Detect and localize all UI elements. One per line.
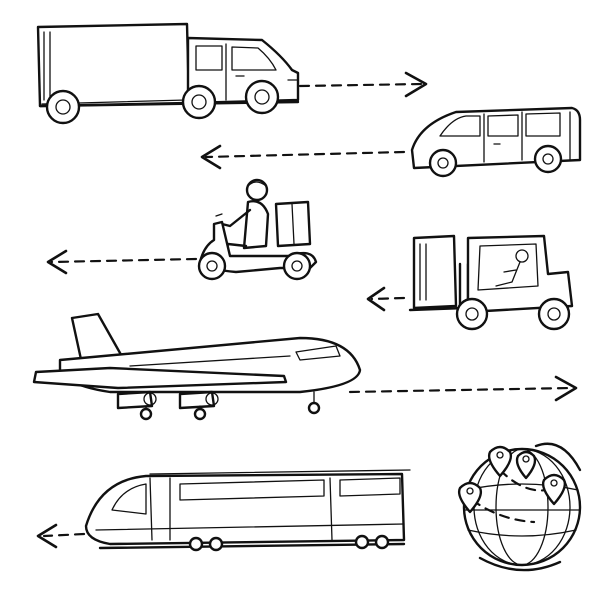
box-truck-icon bbox=[36, 22, 300, 125]
arrow-left-icon bbox=[366, 286, 406, 312]
globe-with-pins-icon bbox=[457, 442, 582, 572]
delivery-scooter-icon bbox=[197, 178, 318, 281]
arrow-left-icon bbox=[200, 144, 406, 170]
forklift-icon bbox=[408, 234, 574, 331]
van-icon bbox=[410, 106, 582, 178]
arrow-left-icon bbox=[36, 523, 86, 549]
arrow-left-icon bbox=[46, 249, 198, 275]
arrow-right-icon bbox=[298, 71, 428, 98]
arrow-right-icon bbox=[348, 375, 578, 402]
airplane-icon bbox=[32, 312, 362, 421]
high-speed-train-icon bbox=[84, 469, 411, 552]
